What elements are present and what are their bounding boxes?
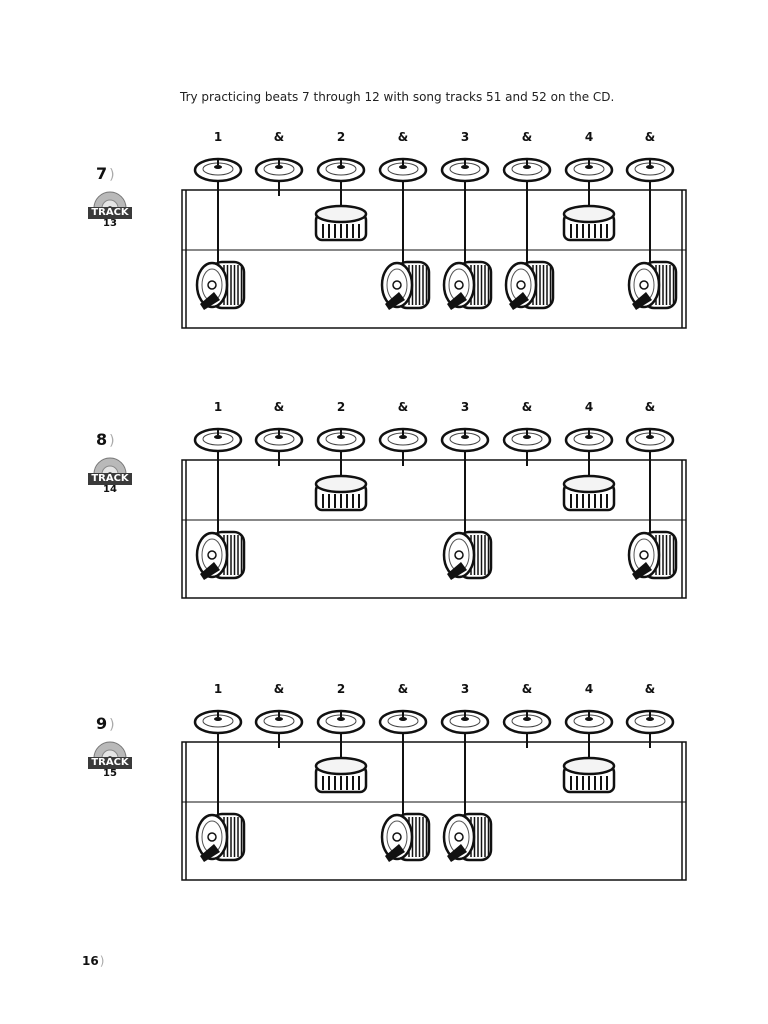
count-label: 1 (213, 400, 223, 414)
track-badge: TRACK 15 (88, 738, 132, 788)
count-row: 1 & 2 & 3 & 4 & (0, 400, 768, 420)
cd-icon (93, 741, 127, 760)
kick-drum-icon (380, 260, 431, 310)
count-label: & (644, 682, 656, 696)
kick-drum-icon (195, 260, 246, 310)
beat-block-9: 1 & 2 & 3 & 4 & 9) TRACK 15 (0, 682, 768, 942)
kick-drum-icon (627, 260, 678, 310)
kick-drum-icon (504, 260, 555, 310)
count-label: & (521, 682, 533, 696)
count-row: 1 & 2 & 3 & 4 & (0, 130, 768, 150)
drum-grid (181, 157, 687, 329)
beat-block-8: 1 & 2 & 3 & 4 & 8) TRACK 14 (0, 400, 768, 660)
hihat-cymbal-icon (316, 427, 366, 453)
hihat-cymbal-icon (502, 157, 552, 183)
hihat-cymbal-icon (502, 709, 552, 735)
count-label: & (397, 130, 409, 144)
track-number: 13 (103, 218, 117, 229)
kick-drum-icon (380, 812, 431, 862)
track-label: TRACK (88, 207, 132, 219)
track-number: 14 (103, 484, 117, 495)
hihat-cymbal-icon (440, 427, 490, 453)
count-label: 3 (460, 130, 470, 144)
track-label: TRACK (88, 757, 132, 769)
cd-icon (93, 457, 127, 476)
hihat-cymbal-icon (564, 427, 614, 453)
kick-drum-icon (442, 530, 493, 580)
count-label: 4 (584, 682, 594, 696)
count-label: 3 (460, 400, 470, 414)
kick-drum-icon (442, 812, 493, 862)
kick-drum-icon (442, 260, 493, 310)
count-label: & (397, 682, 409, 696)
drum-grid (181, 709, 687, 881)
drum-grid (181, 427, 687, 599)
kick-drum-icon (195, 812, 246, 862)
intro-text: Try practicing beats 7 through 12 with s… (180, 90, 615, 104)
count-label: & (521, 400, 533, 414)
hihat-cymbal-icon (440, 157, 490, 183)
beat-block-7: 1 & 2 & 3 & 4 & 7) TRACK 13 (0, 130, 768, 390)
snare-drum-icon (562, 756, 616, 794)
count-label: & (397, 400, 409, 414)
track-label: TRACK (88, 473, 132, 485)
hihat-cymbal-icon (625, 709, 675, 735)
count-label: 1 (213, 682, 223, 696)
snare-drum-icon (562, 204, 616, 242)
count-label: & (273, 682, 285, 696)
hihat-cymbal-icon (254, 427, 304, 453)
kick-drum-icon (195, 530, 246, 580)
snare-drum-icon (562, 474, 616, 512)
hihat-cymbal-icon (564, 157, 614, 183)
hihat-cymbal-icon (440, 709, 490, 735)
hihat-cymbal-icon (254, 709, 304, 735)
hihat-cymbal-icon (193, 157, 243, 183)
beat-number: 8) (96, 430, 115, 449)
count-label: & (273, 400, 285, 414)
hihat-cymbal-icon (193, 709, 243, 735)
track-badge: TRACK 14 (88, 454, 132, 504)
staff-box (181, 741, 687, 881)
kick-drum-icon (627, 530, 678, 580)
hihat-cymbal-icon (193, 427, 243, 453)
snare-drum-icon (314, 204, 368, 242)
count-label: & (273, 130, 285, 144)
hihat-cymbal-icon (502, 427, 552, 453)
count-label: 4 (584, 130, 594, 144)
hihat-cymbal-icon (564, 709, 614, 735)
track-number: 15 (103, 768, 117, 779)
beat-number: 7) (96, 164, 115, 183)
count-label: 2 (336, 130, 346, 144)
count-label: 2 (336, 682, 346, 696)
snare-drum-icon (314, 756, 368, 794)
count-label: 1 (213, 130, 223, 144)
hihat-cymbal-icon (316, 157, 366, 183)
snare-drum-icon (314, 474, 368, 512)
count-label: 3 (460, 682, 470, 696)
count-row: 1 & 2 & 3 & 4 & (0, 682, 768, 702)
count-label: & (644, 400, 656, 414)
count-label: & (521, 130, 533, 144)
count-label: & (644, 130, 656, 144)
hihat-cymbal-icon (316, 709, 366, 735)
count-label: 4 (584, 400, 594, 414)
page-number: 16) (82, 954, 105, 968)
hihat-cymbal-icon (625, 427, 675, 453)
track-badge: TRACK 13 (88, 188, 132, 238)
hihat-cymbal-icon (625, 157, 675, 183)
count-label: 2 (336, 400, 346, 414)
hihat-cymbal-icon (378, 709, 428, 735)
hihat-cymbal-icon (254, 157, 304, 183)
hihat-cymbal-icon (378, 157, 428, 183)
hihat-cymbal-icon (378, 427, 428, 453)
beat-number: 9) (96, 714, 115, 733)
